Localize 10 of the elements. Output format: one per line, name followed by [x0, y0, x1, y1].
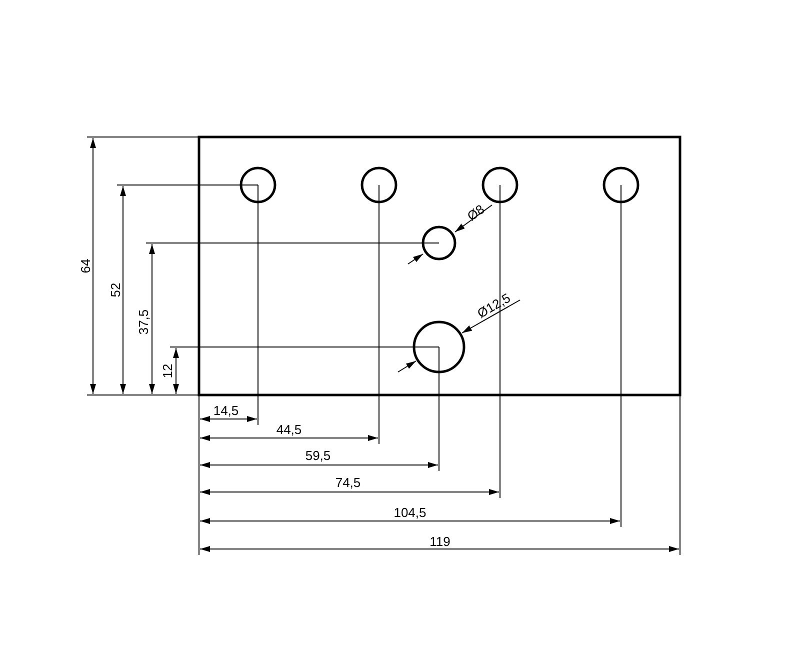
dimension-label: 14,5 — [213, 404, 239, 418]
dimension-label: 52 — [109, 282, 123, 298]
dimension-label: 104,5 — [394, 506, 426, 520]
dimension-label: 37,5 — [137, 309, 151, 335]
dimension-label: 59,5 — [305, 449, 331, 463]
dimension-label: 12 — [161, 364, 175, 378]
dimension-label: 64 — [79, 258, 93, 274]
dimension-label: 44,5 — [276, 423, 302, 437]
dimension-label: 74,5 — [335, 476, 361, 490]
dimension-label: 119 — [430, 535, 450, 549]
